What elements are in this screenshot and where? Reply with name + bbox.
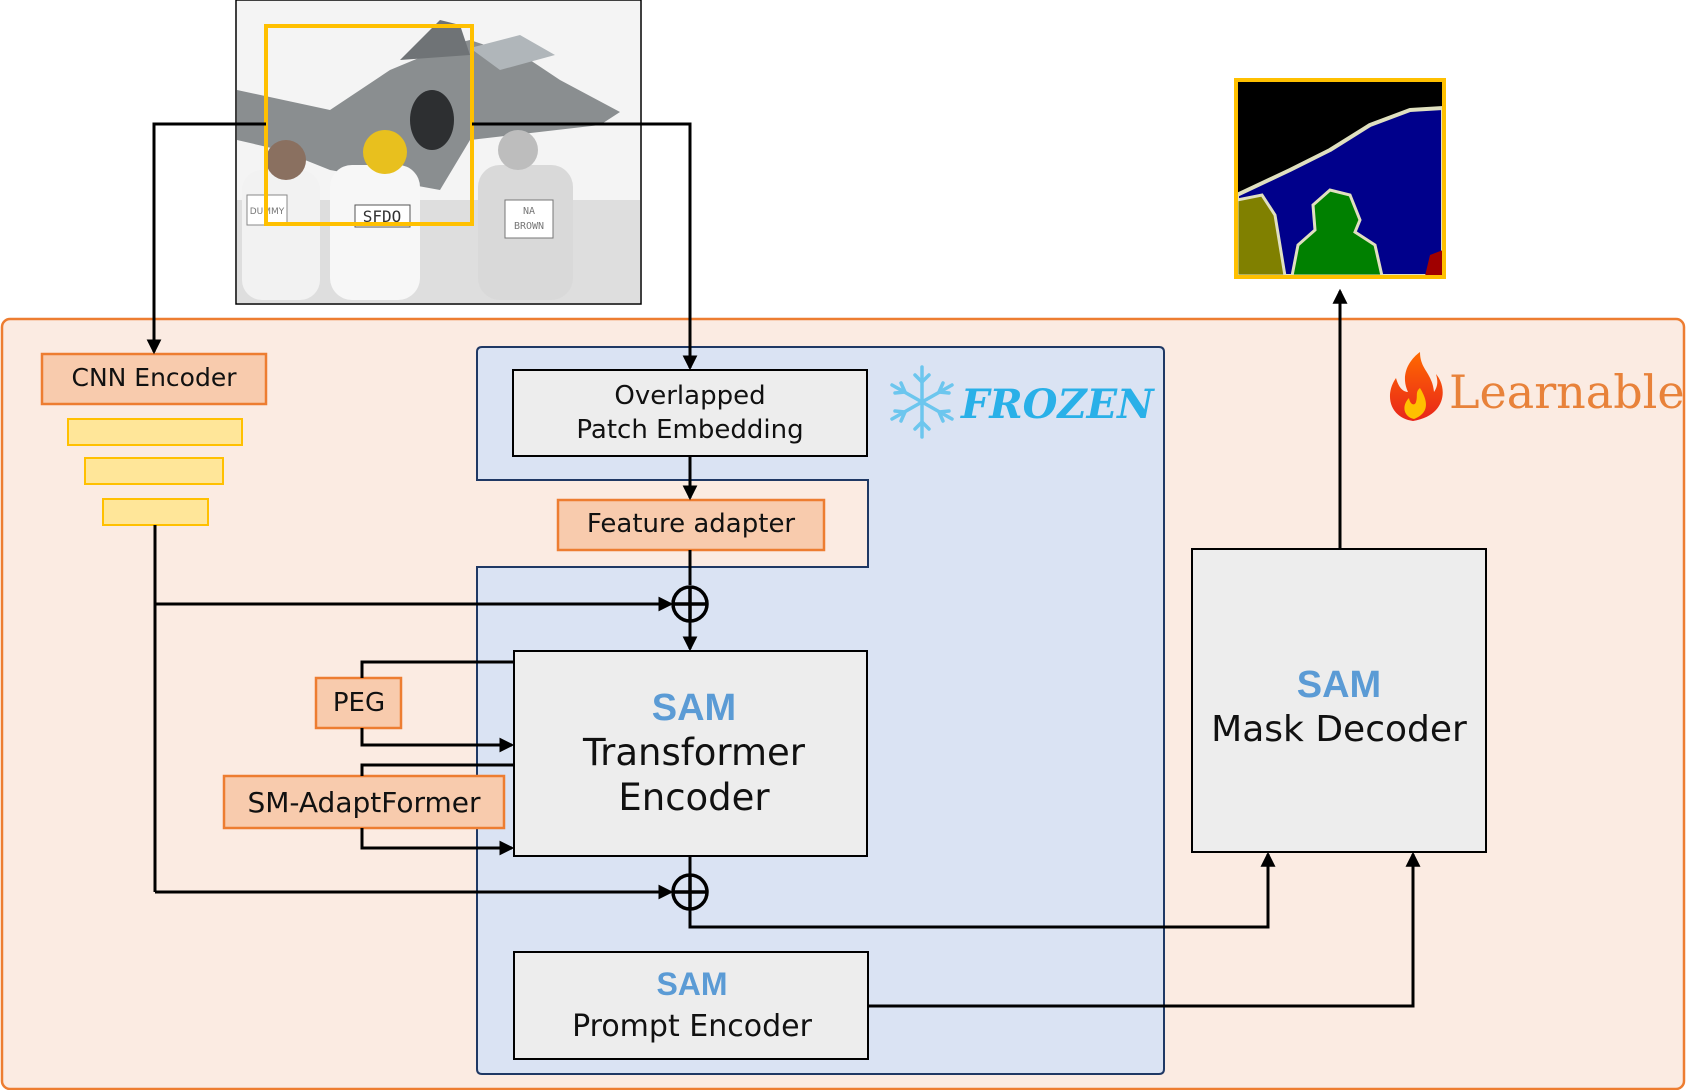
sam-prompt-sam-label: SAM bbox=[656, 966, 727, 1002]
sam-transformer-encoder-box bbox=[513, 650, 868, 857]
input-image: DUMMY SFDO NA BROWN bbox=[235, 0, 642, 305]
frozen-label: FROZEN bbox=[960, 381, 1155, 428]
sam-mask-decoder-box bbox=[1191, 548, 1487, 853]
cnn-encoder-box bbox=[40, 352, 268, 406]
feature-adapter-label: Feature adapter bbox=[587, 509, 796, 539]
peg-label: PEG bbox=[333, 688, 385, 718]
badge-right-text-2: BROWN bbox=[514, 221, 544, 232]
arrow-add-to-mask-decoder bbox=[688, 851, 1276, 929]
sam-prompt-encoder-box bbox=[513, 951, 869, 1060]
arrow-adaptformer-to-transformer bbox=[360, 828, 515, 856]
sm-adaptformer-label: SM-AdaptFormer bbox=[247, 786, 481, 819]
feature-bar-1 bbox=[67, 418, 243, 446]
sm-adaptformer-box bbox=[222, 774, 506, 830]
flame-icon bbox=[1389, 352, 1443, 421]
feature-bar-3 bbox=[102, 498, 209, 526]
peg-box bbox=[314, 676, 403, 730]
overlapped-label-line1: Overlapped bbox=[614, 381, 765, 411]
transformer-label-line1: Transformer bbox=[582, 731, 806, 774]
arrow-image-to-patch bbox=[472, 122, 698, 371]
arrow-prompt-to-mask-decoder bbox=[868, 851, 1421, 1008]
arrow-image-to-cnn bbox=[146, 122, 266, 355]
line-transformer-to-adaptformer bbox=[360, 763, 514, 776]
add-operator-icon bbox=[671, 585, 709, 623]
connectors bbox=[146, 122, 1421, 1008]
cnn-encoder-label: CNN Encoder bbox=[71, 363, 237, 392]
snowflake-icon bbox=[890, 365, 954, 439]
mask-decoder-label: Mask Decoder bbox=[1211, 709, 1467, 750]
transformer-label-line2: Encoder bbox=[618, 776, 770, 819]
output-mask bbox=[1234, 78, 1446, 279]
sam-transformer-sam-label: SAM bbox=[652, 687, 736, 729]
overlapped-label-line2: Patch Embedding bbox=[576, 415, 803, 445]
badge-center-text: SFDO bbox=[363, 207, 402, 226]
feature-adapter-box bbox=[556, 498, 826, 552]
line-transformer-to-peg bbox=[360, 660, 514, 678]
badge-right-text-1: NA bbox=[523, 206, 535, 217]
arrow-peg-to-transformer bbox=[360, 728, 515, 753]
learnable-label: Learnable bbox=[1449, 365, 1685, 419]
feature-bar-2 bbox=[84, 457, 224, 485]
sam-mask-decoder-sam-label: SAM bbox=[1297, 664, 1381, 706]
add-operator-icon bbox=[671, 873, 709, 911]
prompt-encoder-label: Prompt Encoder bbox=[572, 1009, 812, 1044]
